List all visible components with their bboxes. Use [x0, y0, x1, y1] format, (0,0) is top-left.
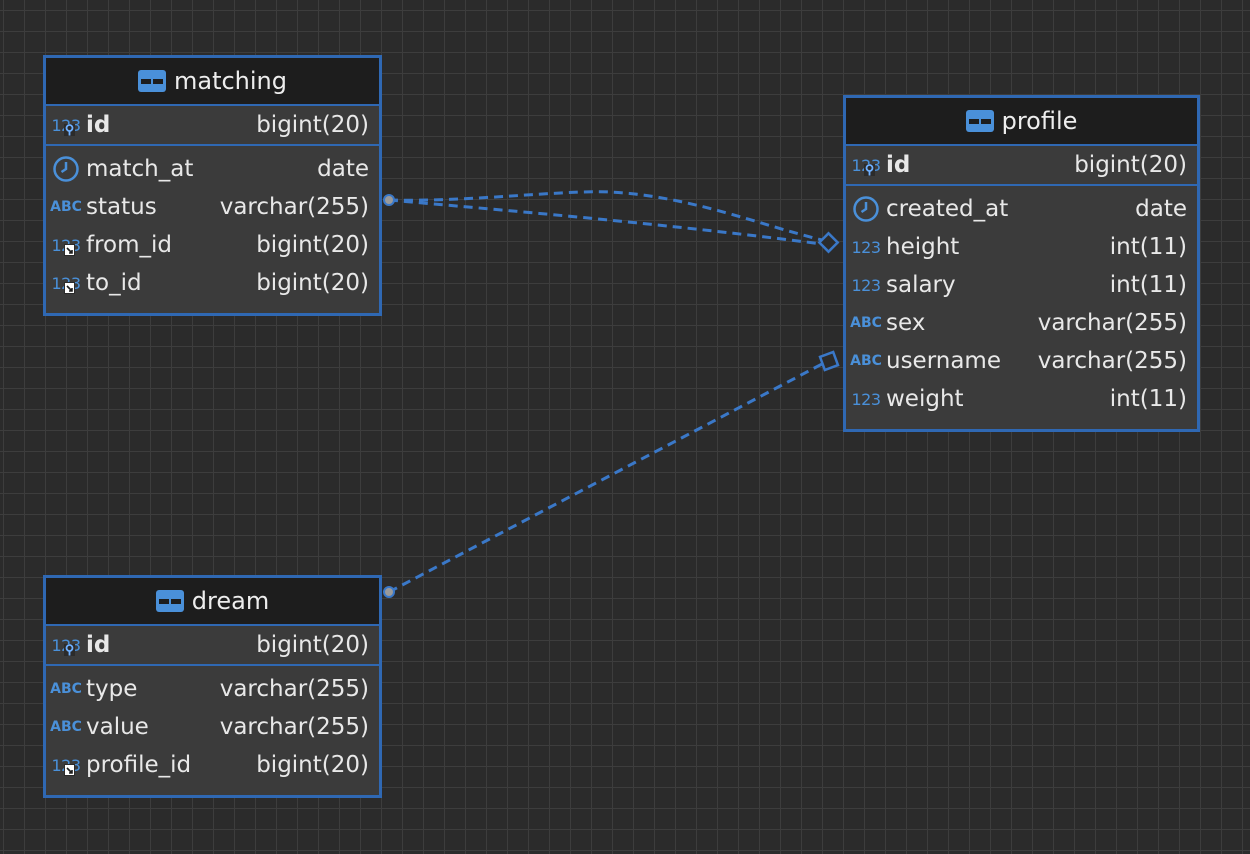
relationship-line-dream-profile[interactable]: [388, 362, 823, 594]
entity-dream[interactable]: dream 123 id bigint(20) ABC type varchar…: [43, 575, 382, 798]
column-list: created_at date 123 height int(11) 123 s…: [846, 186, 1197, 418]
clock-icon: [46, 154, 86, 184]
column-row[interactable]: 123 profile_id bigint(20): [46, 746, 379, 784]
column-name: profile_id: [86, 752, 192, 778]
column-row[interactable]: ABC type varchar(255): [46, 670, 379, 708]
entity-header[interactable]: profile: [846, 98, 1197, 146]
column-list: match_at date ABC status varchar(255) 12…: [46, 146, 379, 302]
column-row-id[interactable]: 123 id bigint(20): [846, 146, 1197, 186]
column-name: status: [86, 194, 157, 220]
entity-matching[interactable]: matching 123 id bigint(20) match_at date…: [43, 55, 382, 316]
column-name: from_id: [86, 232, 173, 258]
entity-title: profile: [1001, 107, 1078, 135]
clock-icon: [846, 194, 886, 224]
column-name: weight: [886, 386, 964, 412]
column-type: bigint(20): [256, 112, 369, 138]
relationship-line-matching-profile-1[interactable]: [388, 190, 823, 242]
table-icon: [137, 70, 166, 92]
column-type: int(11): [1109, 272, 1187, 298]
column-row[interactable]: 123 salary int(11): [846, 266, 1197, 304]
column-type: bigint(20): [1074, 152, 1187, 178]
column-name: created_at: [886, 196, 1009, 222]
column-name: value: [86, 714, 149, 740]
column-row[interactable]: match_at date: [46, 150, 379, 188]
column-row-id[interactable]: 123 id bigint(20): [46, 106, 379, 146]
abc-icon: ABC: [850, 353, 882, 369]
column-name: id: [886, 152, 911, 178]
primary-key-icon: 123: [851, 155, 881, 176]
column-name: username: [886, 348, 1001, 374]
column-row[interactable]: 123 from_id bigint(20): [46, 226, 379, 264]
numeric-icon: 123: [851, 275, 881, 295]
abc-icon: ABC: [50, 719, 82, 735]
column-row[interactable]: ABC sex varchar(255): [846, 304, 1197, 342]
column-type: date: [317, 156, 369, 182]
column-list: ABC type varchar(255) ABC value varchar(…: [46, 666, 379, 784]
column-type: bigint(20): [256, 270, 369, 296]
column-name: height: [886, 234, 960, 260]
relationship-endpoint-profile-1[interactable]: [817, 231, 840, 254]
column-row[interactable]: ABC username varchar(255): [846, 342, 1197, 380]
primary-key-icon: 123: [51, 635, 81, 656]
column-type: bigint(20): [256, 752, 369, 778]
column-row[interactable]: created_at date: [846, 190, 1197, 228]
abc-icon: ABC: [50, 199, 82, 215]
column-name: id: [86, 632, 111, 658]
entity-header[interactable]: matching: [46, 58, 379, 106]
column-name: type: [86, 676, 138, 702]
table-icon: [155, 590, 184, 612]
entity-profile[interactable]: profile 123 id bigint(20) created_at dat…: [843, 95, 1200, 432]
foreign-key-icon: 123: [46, 268, 86, 298]
column-type: varchar(255): [219, 676, 369, 702]
column-name: match_at: [86, 156, 194, 182]
column-type: int(11): [1109, 386, 1187, 412]
column-name: salary: [886, 272, 956, 298]
column-type: varchar(255): [219, 714, 369, 740]
column-name: sex: [886, 310, 926, 336]
relationship-endpoint-dream[interactable]: [383, 586, 395, 598]
numeric-icon: 123: [851, 389, 881, 409]
column-type: varchar(255): [219, 194, 369, 220]
column-row-id[interactable]: 123 id bigint(20): [46, 626, 379, 666]
column-row[interactable]: ABC status varchar(255): [46, 188, 379, 226]
column-row[interactable]: 123 weight int(11): [846, 380, 1197, 418]
relationship-endpoint-matching[interactable]: [383, 194, 395, 206]
column-row[interactable]: 123 height int(11): [846, 228, 1197, 266]
column-type: int(11): [1109, 234, 1187, 260]
column-type: bigint(20): [256, 632, 369, 658]
numeric-icon: 123: [851, 237, 881, 257]
abc-icon: ABC: [850, 315, 882, 331]
column-type: varchar(255): [1037, 348, 1187, 374]
relationship-endpoint-profile-2[interactable]: [818, 350, 840, 372]
primary-key-icon: 123: [51, 115, 81, 136]
foreign-key-icon: 123: [46, 750, 86, 780]
entity-title: matching: [173, 67, 287, 95]
relationship-line-matching-profile-2[interactable]: [388, 198, 823, 246]
entity-header[interactable]: dream: [46, 578, 379, 626]
abc-icon: ABC: [50, 681, 82, 697]
entity-title: dream: [191, 587, 270, 615]
column-type: varchar(255): [1037, 310, 1187, 336]
column-name: to_id: [86, 270, 142, 296]
column-type: bigint(20): [256, 232, 369, 258]
column-name: id: [86, 112, 111, 138]
column-row[interactable]: ABC value varchar(255): [46, 708, 379, 746]
foreign-key-icon: 123: [46, 230, 86, 260]
column-type: date: [1135, 196, 1187, 222]
table-icon: [965, 110, 994, 132]
column-row[interactable]: 123 to_id bigint(20): [46, 264, 379, 302]
